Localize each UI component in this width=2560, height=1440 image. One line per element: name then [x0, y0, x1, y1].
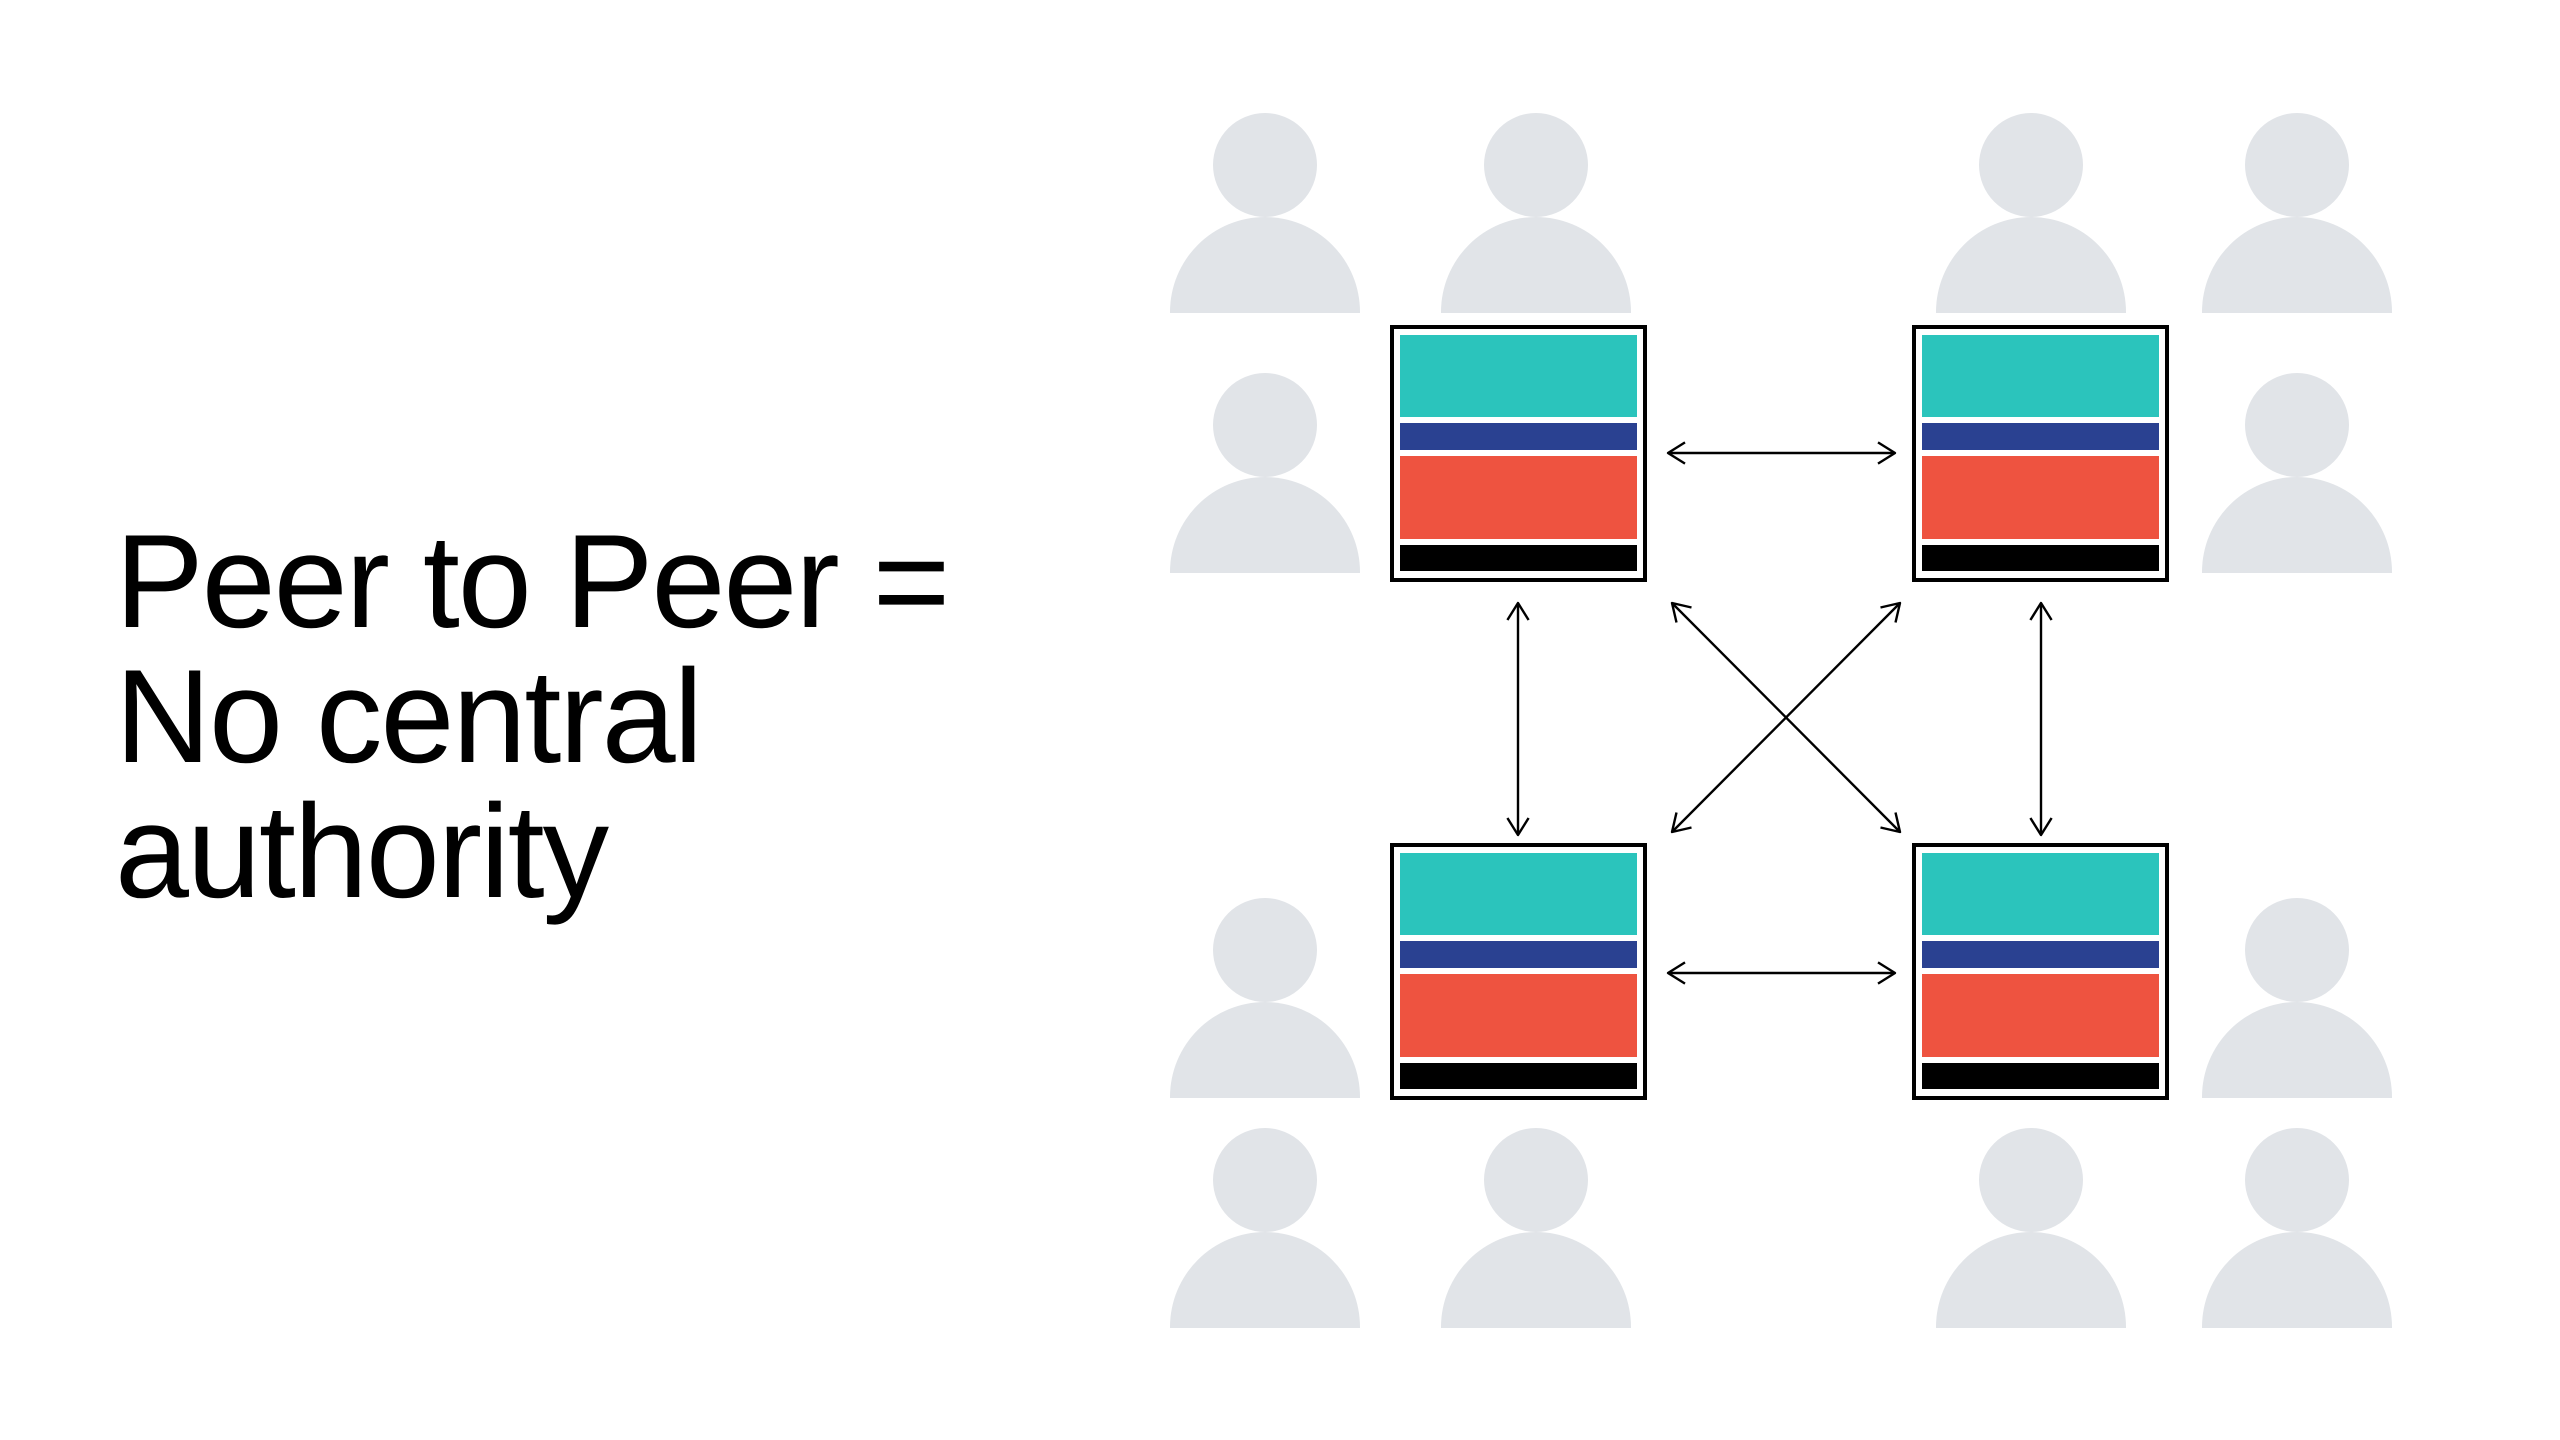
person-icon — [1936, 1128, 2126, 1328]
person-head — [1213, 1128, 1317, 1232]
person-head — [1484, 113, 1588, 217]
ledger-stripe-blue — [1922, 423, 2159, 450]
arrow-shaft — [1671, 602, 1901, 833]
ledger-node-bottom-left — [1390, 843, 1647, 1100]
person-icon — [1170, 1128, 1360, 1328]
arrowhead — [1877, 441, 1897, 465]
person-icon — [2202, 373, 2392, 573]
ledger-stripe-red — [1400, 974, 1637, 1057]
arrowhead — [1670, 812, 1692, 834]
person-head — [2245, 373, 2349, 477]
ledger-stripe-black — [1400, 545, 1637, 571]
person-head — [1484, 1128, 1588, 1232]
ledger-node-top-left — [1390, 325, 1647, 582]
title-line-1: Peer to Peer = — [115, 508, 950, 656]
ledger-stripe-black — [1922, 545, 2159, 571]
person-head — [1213, 113, 1317, 217]
arrowhead — [1506, 817, 1530, 837]
arrow-left-vertical — [1506, 601, 1530, 837]
ledger-stripe-teal — [1400, 335, 1637, 417]
ledger-node-top-right — [1912, 325, 2169, 582]
ledger-stripe-black — [1922, 1063, 2159, 1089]
arrow-right-vertical — [2029, 601, 2053, 837]
person-head — [2245, 898, 2349, 1002]
person-icon — [1170, 373, 1360, 573]
person-head — [1213, 373, 1317, 477]
arrowhead — [1506, 601, 1530, 621]
arrowhead — [2029, 601, 2053, 621]
arrow-diagonal-bl-tr — [1670, 601, 1902, 834]
person-head — [2245, 1128, 2349, 1232]
person-icon — [1170, 113, 1360, 313]
ledger-stripe-teal — [1922, 853, 2159, 935]
ledger-stripe-blue — [1400, 941, 1637, 968]
ledger-stripe-blue — [1922, 941, 2159, 968]
person-icon — [2202, 898, 2392, 1098]
arrowhead — [1666, 961, 1686, 985]
arrowhead — [1666, 441, 1686, 465]
slide-title: Peer to Peer = No central authority — [115, 508, 950, 926]
ledger-stripe-teal — [1400, 853, 1637, 935]
ledger-stripe-red — [1922, 456, 2159, 539]
person-head — [1979, 113, 2083, 217]
person-icon — [1441, 1128, 1631, 1328]
title-line-3: authority — [115, 778, 609, 926]
ledger-stripe-black — [1400, 1063, 1637, 1089]
person-icon — [2202, 113, 2392, 313]
ledger-node-bottom-right — [1912, 843, 2169, 1100]
arrowhead — [2029, 817, 2053, 837]
person-head — [1213, 898, 1317, 1002]
person-icon — [1441, 113, 1631, 313]
ledger-stripe-red — [1922, 974, 2159, 1057]
person-icon — [1936, 113, 2126, 313]
arrowhead — [1877, 961, 1897, 985]
person-head — [1979, 1128, 2083, 1232]
ledger-stripe-red — [1400, 456, 1637, 539]
title-line-2: No central — [115, 643, 703, 791]
person-head — [2245, 113, 2349, 217]
ledger-stripe-teal — [1922, 335, 2159, 417]
person-icon — [2202, 1128, 2392, 1328]
person-icon — [1170, 898, 1360, 1098]
arrowhead — [1880, 812, 1902, 834]
arrow-bottom-horizontal — [1666, 961, 1897, 985]
arrowhead — [1670, 601, 1692, 623]
arrowhead — [1880, 601, 1902, 623]
ledger-stripe-blue — [1400, 423, 1637, 450]
arrow-top-horizontal — [1666, 441, 1897, 465]
